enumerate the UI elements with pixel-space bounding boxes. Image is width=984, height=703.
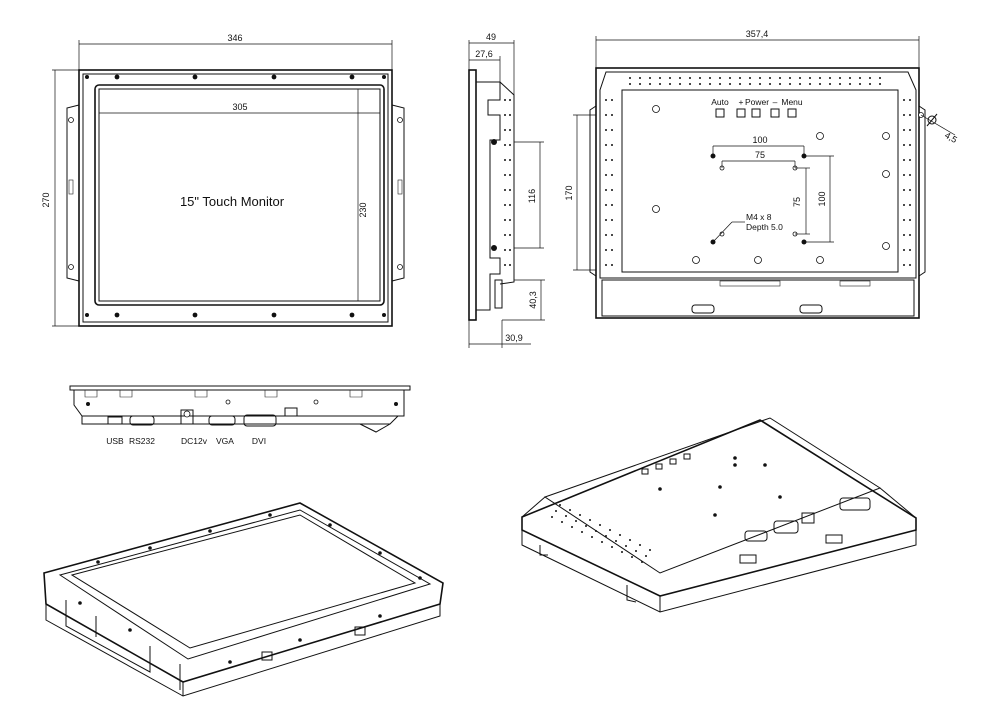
dim-rear-170: 170: [564, 185, 574, 200]
iso-front-view: [43, 502, 444, 697]
screw-spec: M4 x 8: [746, 212, 772, 222]
dim-depth-top: 49: [486, 32, 496, 42]
dim-display-width: 305: [232, 102, 247, 112]
rear-vent-sides: [605, 99, 911, 266]
dim-overall-width: 346: [227, 33, 242, 43]
dim-overall-height: 270: [41, 192, 51, 207]
label-power: Power: [745, 97, 769, 107]
front-view: 346 270 305 230 15" Touch Monitor: [41, 33, 405, 327]
label-auto: Auto: [711, 97, 729, 107]
front-title: 15" Touch Monitor: [180, 194, 285, 209]
label-plus: +: [739, 97, 744, 107]
label-usb: USB: [106, 436, 124, 446]
screw-depth: Depth 5.0: [746, 222, 783, 232]
dim-bracket-spacing: 116: [527, 189, 537, 203]
label-menu: Menu: [781, 97, 803, 107]
iso-rear-view: [521, 417, 917, 613]
rear-view: Auto + Power – Menu 357,4 170 100 75 75: [564, 29, 959, 319]
dim-vesa-100h: 100: [752, 135, 767, 145]
label-rs232: RS232: [129, 436, 155, 446]
rs232-port: [129, 415, 155, 426]
minus-button: [770, 108, 780, 118]
rear-vent-top: [629, 77, 881, 85]
dim-vesa-75h: 75: [755, 150, 765, 160]
dvi-port: [243, 414, 277, 427]
iso-rear-vents: [551, 504, 651, 563]
label-vga: VGA: [216, 436, 234, 446]
bottom-view: USB RS232 DC12v VGA DVI: [69, 385, 411, 446]
dim-bottom-depth: 30,9: [505, 333, 523, 343]
rear-button-row: Auto + Power – Menu: [711, 97, 803, 118]
power-button: [751, 108, 761, 118]
usb-port: [107, 416, 123, 425]
dim-bottom-offset: 40,3: [528, 291, 538, 309]
dim-display-height: 230: [358, 202, 368, 217]
dim-offset-top: 27,6: [475, 49, 493, 59]
dim-hole-diameter: 4,5: [943, 130, 959, 145]
auto-button: [715, 108, 725, 118]
dim-rear-width: 357,4: [746, 29, 769, 39]
dc-jack: [180, 409, 194, 425]
label-dc12v: DC12v: [181, 436, 208, 446]
dim-vesa-75v: 75: [792, 197, 802, 207]
vga-port: [208, 415, 236, 426]
menu-button: [787, 108, 797, 118]
label-dvi: DVI: [252, 436, 266, 446]
plus-button: [736, 108, 746, 118]
label-minus: –: [773, 97, 778, 107]
side-view: 49 27,6 116 40,3 30,9: [468, 32, 545, 348]
dim-vesa-100v: 100: [817, 191, 827, 206]
